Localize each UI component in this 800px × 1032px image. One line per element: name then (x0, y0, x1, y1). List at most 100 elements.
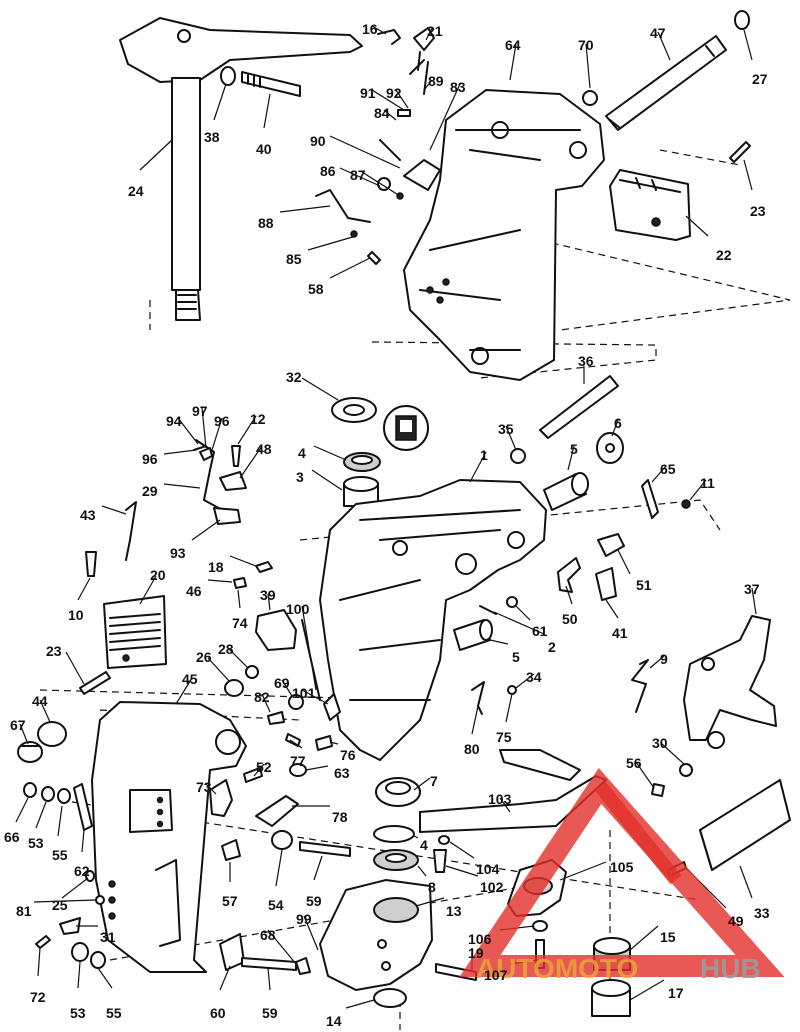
part-number-label: 36 (578, 353, 594, 369)
part-number-label: 88 (258, 215, 274, 231)
upper-small-hardware (315, 27, 441, 265)
watermark-logo: AUTOMOTO HUB (459, 768, 785, 984)
part-number-label: 48 (256, 441, 272, 457)
bearing-8 (373, 849, 419, 871)
clip-35 (510, 448, 526, 464)
part-number-label: 54 (268, 897, 284, 913)
part-number-label: 40 (256, 141, 272, 157)
clip-106 (532, 920, 548, 932)
part-number-label: 78 (332, 809, 348, 825)
part-number-label: 68 (260, 927, 276, 943)
part-number-label: 103 (488, 791, 512, 807)
washer-6 (596, 432, 624, 464)
part-number-label: 1 (480, 447, 488, 463)
part-number-label: 2 (548, 639, 556, 655)
part-number-label: 73 (196, 779, 212, 795)
cover-22 (609, 169, 691, 241)
tilt-lever-37 (683, 615, 777, 749)
part-number-label: 55 (106, 1005, 122, 1021)
part-number-label: 9 (660, 651, 668, 667)
part-number-label: 27 (752, 71, 768, 87)
part-number-label: 47 (650, 25, 666, 41)
part-number-label: 97 (192, 403, 208, 419)
knob-67 (17, 741, 43, 763)
watermark-text-b: HUB (700, 953, 761, 984)
part-number-label: 6 (614, 415, 622, 431)
part-number-label: 72 (30, 989, 46, 1005)
part-number-label: 100 (286, 601, 310, 617)
screw-56 (651, 783, 665, 797)
part-number-label: 86 (320, 163, 336, 179)
part-number-label: 30 (652, 735, 668, 751)
part-number-label: 38 (204, 129, 220, 145)
part-number-label: 64 (505, 37, 521, 53)
part-number-label: 63 (334, 765, 350, 781)
part-number-label: 106 (468, 931, 492, 947)
pivot-hardware (453, 596, 518, 715)
part-number-label: 19 (468, 945, 484, 961)
part-number-label: 29 (142, 483, 158, 499)
swivel-bracket-64 (403, 89, 605, 381)
seal-4-upper (343, 452, 381, 472)
lower-bolts (219, 830, 351, 975)
part-number-label: 57 (222, 893, 238, 909)
clip-43 (125, 501, 137, 561)
part-number-label: 28 (218, 641, 234, 657)
middle-hardware (209, 561, 341, 827)
part-number-label: 83 (450, 79, 466, 95)
part-number-label: 101 (292, 685, 316, 701)
part-number-label: 11 (700, 475, 715, 491)
part-number-label: 84 (374, 105, 390, 121)
part-number-label: 41 (612, 625, 628, 641)
part-number-label: 92 (386, 85, 402, 101)
part-number-label: 89 (428, 73, 444, 89)
part-number-label: 20 (150, 567, 166, 583)
bracket-48 (219, 471, 247, 491)
link-65 (641, 479, 691, 519)
part-number-label: 43 (80, 507, 96, 523)
part-number-label: 35 (498, 421, 514, 437)
part-number-label: 49 (728, 913, 744, 929)
screw-23-upper (729, 141, 751, 163)
part-number-label: 99 (296, 911, 312, 927)
part-number-label: 76 (340, 747, 356, 763)
part-number-label: 44 (32, 693, 48, 709)
part-number-label: 56 (626, 755, 642, 771)
part-number-label: 80 (464, 741, 480, 757)
bushing-3 (343, 476, 379, 507)
bolt-40 (241, 71, 301, 97)
washer-104 (438, 835, 450, 845)
part-number-label: 14 (326, 1013, 342, 1029)
part-number-label: 4 (420, 837, 428, 853)
nut-70 (582, 90, 598, 106)
part-number-label: 65 (660, 461, 676, 477)
spring-9 (631, 659, 649, 713)
part-number-label: 3 (296, 469, 304, 485)
part-number-label: 51 (636, 577, 652, 593)
ring-27 (734, 10, 750, 30)
part-number-label: 23 (46, 643, 62, 659)
seal-4-lower (373, 825, 415, 843)
tilt-tube-47 (605, 35, 727, 131)
part-number-label: 104 (476, 861, 500, 877)
part-number-label: 53 (28, 835, 44, 851)
screw-10 (85, 551, 97, 577)
part-number-label: 13 (446, 903, 462, 919)
part-number-label: 58 (308, 281, 324, 297)
part-number-label: 34 (526, 669, 542, 685)
part-number-label: 91 (360, 85, 376, 101)
part-number-label: 8 (428, 879, 436, 895)
part-number-label: 5 (570, 441, 578, 457)
part-number-label: 94 (166, 413, 182, 429)
part-number-label: 81 (16, 903, 32, 919)
part-number-label: 5 (512, 649, 520, 665)
part-number-label: 69 (274, 675, 290, 691)
part-number-label: 105 (610, 859, 634, 875)
part-number-label: 26 (196, 649, 212, 665)
part-number-label: 87 (350, 167, 366, 183)
part-number-label: 52 (256, 759, 272, 775)
part-number-label: 66 (4, 829, 20, 845)
washer-32 (331, 397, 377, 423)
